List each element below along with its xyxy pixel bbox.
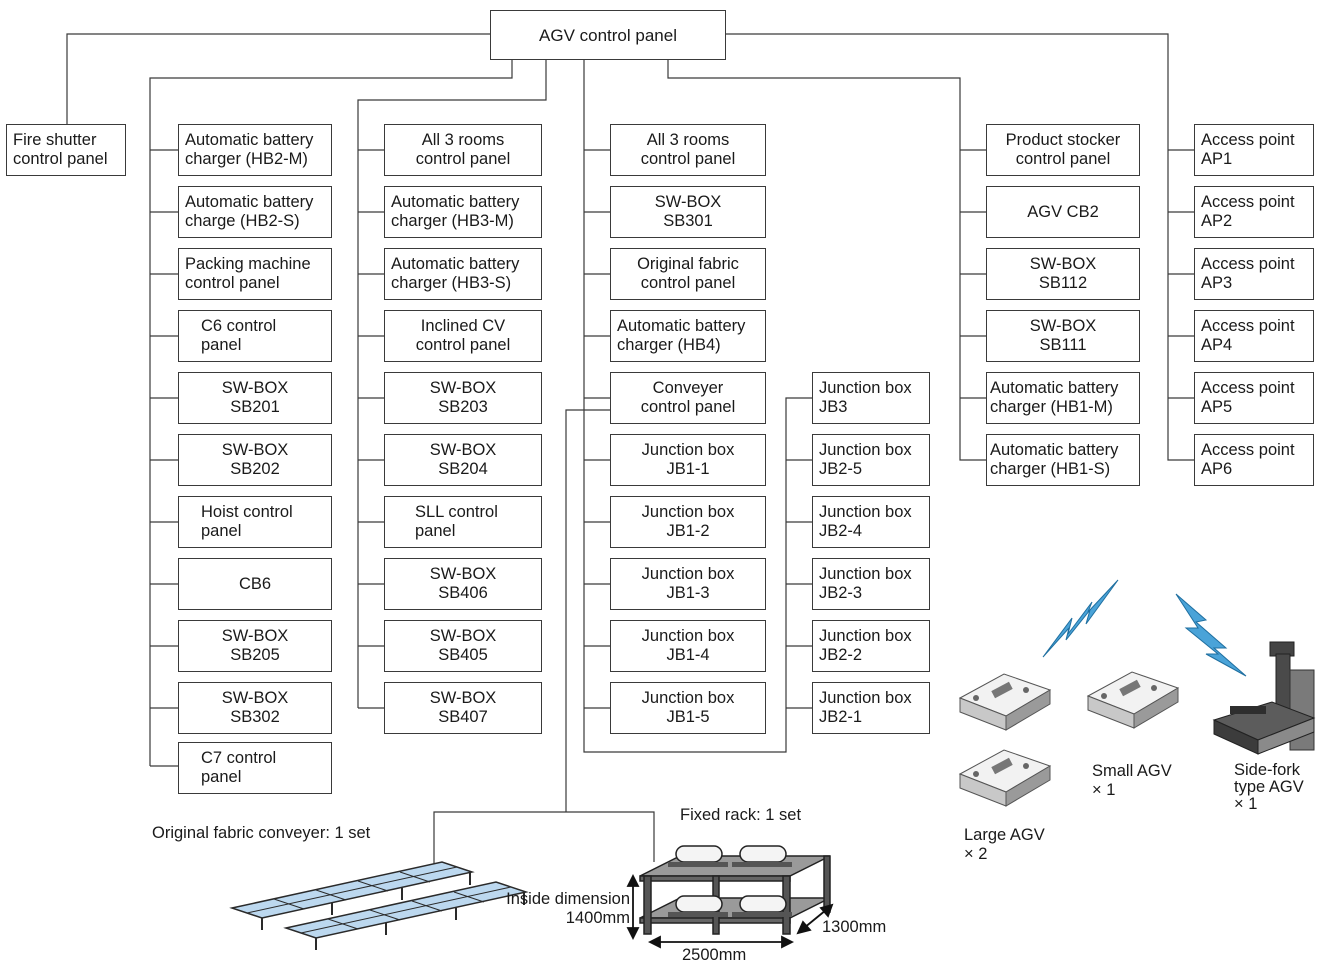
col3-node: All 3 rooms control panel: [610, 124, 766, 176]
col2-node: SW-BOX SB204: [384, 434, 542, 486]
fixed-rack-label: Fixed rack: 1 set: [680, 806, 802, 824]
col4-node: Junction box JB2-2: [812, 620, 930, 672]
col6-node: Access point AP5: [1194, 372, 1314, 424]
col3-node: Conveyer control panel: [610, 372, 766, 424]
agv-robot-icon: [958, 673, 1052, 731]
col6-node: Access point AP6: [1194, 434, 1314, 486]
small-agv-label: Small AGV × 1: [1092, 762, 1172, 799]
conveyer-icon: [229, 861, 529, 950]
col2-node: SLL control panel: [384, 496, 542, 548]
col1-node: CB6: [178, 558, 332, 610]
agv-control-panel-box: AGV control panel: [490, 10, 726, 60]
col3-node: Junction box JB1-5: [610, 682, 766, 734]
large-agv-label: Large AGV × 2: [964, 826, 1045, 863]
col4-node: Junction box JB2-3: [812, 558, 930, 610]
col3-node: Junction box JB1-1: [610, 434, 766, 486]
conveyer-label: Original fabric conveyer: 1 set: [152, 824, 371, 842]
col6-node: Access point AP3: [1194, 248, 1314, 300]
lightning-bolt-icon: [1175, 593, 1247, 677]
col3-node: Junction box JB1-2: [610, 496, 766, 548]
col6-node: Access point AP4: [1194, 310, 1314, 362]
lightning-bolt-icon: [1042, 579, 1119, 658]
col4-node: Junction box JB2-4: [812, 496, 930, 548]
col5-node: SW-BOX SB112: [986, 248, 1140, 300]
col5-node: Automatic battery charger (HB1-S): [986, 434, 1140, 486]
col2-node: Automatic battery charger (HB3-M): [384, 186, 542, 238]
col3-node: SW-BOX SB301: [610, 186, 766, 238]
col1-node: Hoist control panel: [178, 496, 332, 548]
depth-dimension-label: 1300mm: [822, 918, 887, 936]
inside-dimension-label: Inside dimension 1400mm: [506, 890, 630, 927]
col3-node: Junction box JB1-3: [610, 558, 766, 610]
col5-node: Product stocker control panel: [986, 124, 1140, 176]
col2-node: SW-BOX SB406: [384, 558, 542, 610]
col5-node: SW-BOX SB111: [986, 310, 1140, 362]
col1-node: Automatic battery charger (HB2-M): [178, 124, 332, 176]
width-dimension-label: 2500mm: [682, 946, 747, 964]
col3-node: Original fabric control panel: [610, 248, 766, 300]
col5-node: Automatic battery charger (HB1-M): [986, 372, 1140, 424]
col1-node: SW-BOX SB302: [178, 682, 332, 734]
col3-node: Automatic battery charger (HB4): [610, 310, 766, 362]
side-fork-agv-label: Side-fork type AGV × 1: [1234, 761, 1304, 813]
col2-node: All 3 rooms control panel: [384, 124, 542, 176]
fire-shutter-box: Fire shutter control panel: [6, 124, 126, 176]
side-fork-agv-icon: [1212, 641, 1316, 755]
col2-node: Automatic battery charger (HB3-S): [384, 248, 542, 300]
col1-node: C6 control panel: [178, 310, 332, 362]
col5-node: AGV CB2: [986, 186, 1140, 238]
col2-node: SW-BOX SB405: [384, 620, 542, 672]
col1-node: SW-BOX SB202: [178, 434, 332, 486]
col2-node: Inclined CV control panel: [384, 310, 542, 362]
col6-node: Access point AP1: [1194, 124, 1314, 176]
col4-node: Junction box JB3: [812, 372, 930, 424]
col1-node: C7 control panel: [178, 742, 332, 794]
col1-node: SW-BOX SB205: [178, 620, 332, 672]
fixed-rack-icon: [639, 845, 831, 935]
col2-node: SW-BOX SB407: [384, 682, 542, 734]
col6-node: Access point AP2: [1194, 186, 1314, 238]
col2-node: SW-BOX SB203: [384, 372, 542, 424]
col1-node: Packing machine control panel: [178, 248, 332, 300]
col1-node: SW-BOX SB201: [178, 372, 332, 424]
col4-node: Junction box JB2-5: [812, 434, 930, 486]
agv-robot-icon: [958, 749, 1052, 807]
col3-node: Junction box JB1-4: [610, 620, 766, 672]
col4-node: Junction box JB2-1: [812, 682, 930, 734]
col1-node: Automatic battery charge (HB2-S): [178, 186, 332, 238]
agv-robot-icon: [1086, 671, 1180, 729]
